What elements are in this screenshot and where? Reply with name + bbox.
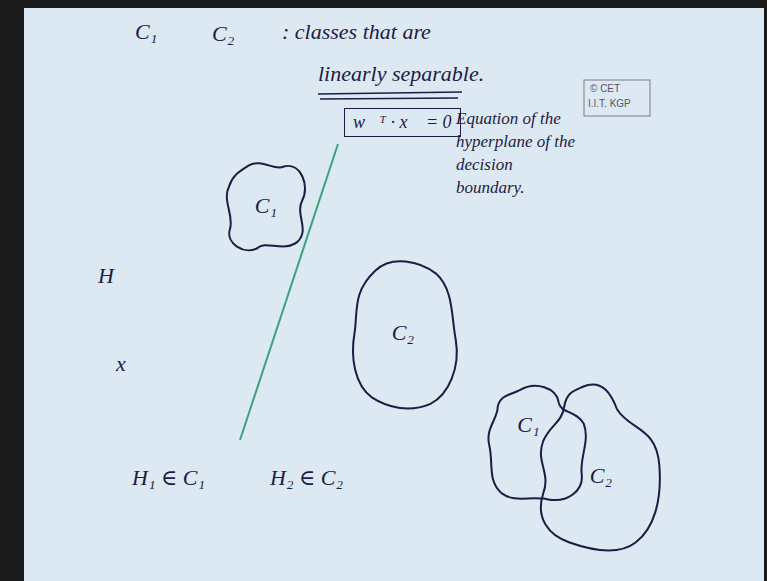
watermark: © CET [590,83,620,94]
node-text: C₂ [392,320,414,346]
node-text: C₁ [517,412,539,438]
handwritten-label: C₁ [135,20,157,44]
underline [318,92,462,94]
equation-box: w⃗ᵀ · x⃗ = 0 [344,108,461,137]
watermark-box [584,80,650,116]
handwritten-label: H₁ ∈ C₁ [132,466,205,490]
decision-line [240,144,338,440]
class-blob: C₁ [483,383,588,503]
watermark: I.I.T. KGP [588,98,631,109]
node-text: C₁ [255,193,277,219]
class-blob: C₁ [222,158,310,253]
handwritten-label: H [98,264,114,288]
blob-outline [483,383,588,503]
paper-ground [24,8,764,581]
handwritten-label: : classes that are [282,20,431,44]
handwritten-label: Equation of the hyperplane of the decisi… [456,108,584,200]
handwritten-label: H₂ ∈ C₂ [270,466,343,490]
handwritten-label: C₂ [212,22,234,46]
class-blob: C₂ [348,255,458,410]
node-text: w⃗ᵀ · x⃗ = 0 [353,112,452,133]
node-text: C₂ [590,463,612,489]
underline [320,98,458,99]
class-blob: C₂ [530,378,662,553]
handwritten-label: linearly separable. [318,62,484,86]
handwritten-label: x⃗ [116,352,143,376]
